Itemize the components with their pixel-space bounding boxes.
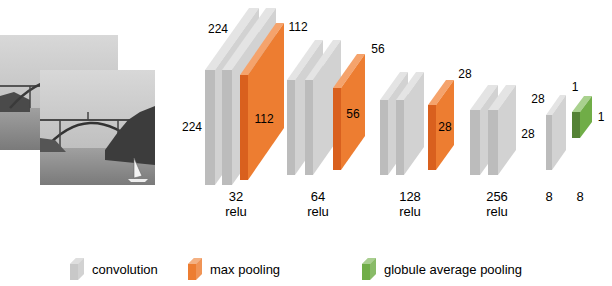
legend-swatch [188,258,204,280]
dimension-label: 224 [182,121,202,135]
max-pooling-layer [240,23,284,180]
legend-entry: convolution [70,258,158,280]
layer-caption: 8 [576,190,583,205]
input-photo [40,70,155,185]
conv-layer [305,40,341,175]
conv-layer [546,95,566,170]
max-pooling-layer [333,54,365,170]
dimension-label: 1 [572,81,579,95]
dimension-label: 28 [531,93,544,107]
legend-entry: max pooling [188,258,280,280]
dimension-label: 56 [371,43,384,57]
dimension-label: 224 [208,23,228,37]
legend-swatch [70,258,86,280]
layer-caption: 128 relu [399,190,421,220]
global-average-pooling-layer [572,96,592,138]
legend-text: globule average pooling [384,262,522,277]
dimension-label: 112 [254,113,273,127]
conv-layer [396,72,424,175]
conv-layer [380,72,408,175]
dimension-label: 28 [438,121,451,135]
layer-caption: 64 relu [307,190,329,220]
dimension-label: 112 [288,21,307,35]
layer-caption: 256 relu [486,190,508,220]
conv-layer [470,85,498,175]
layer-caption: 8 [545,190,552,205]
dimension-label: 1 [598,111,605,125]
legend-text: max pooling [210,262,280,277]
dimension-label: 28 [458,68,471,82]
legend-swatch [362,258,378,280]
legend-entry: globule average pooling [362,258,522,280]
dimension-label: 28 [521,128,534,142]
max-pooling-layer [428,80,454,170]
conv-layer [488,85,516,175]
legend-text: convolution [92,262,158,277]
layer-caption: 32 relu [225,190,247,220]
dimension-label: 56 [346,108,359,122]
